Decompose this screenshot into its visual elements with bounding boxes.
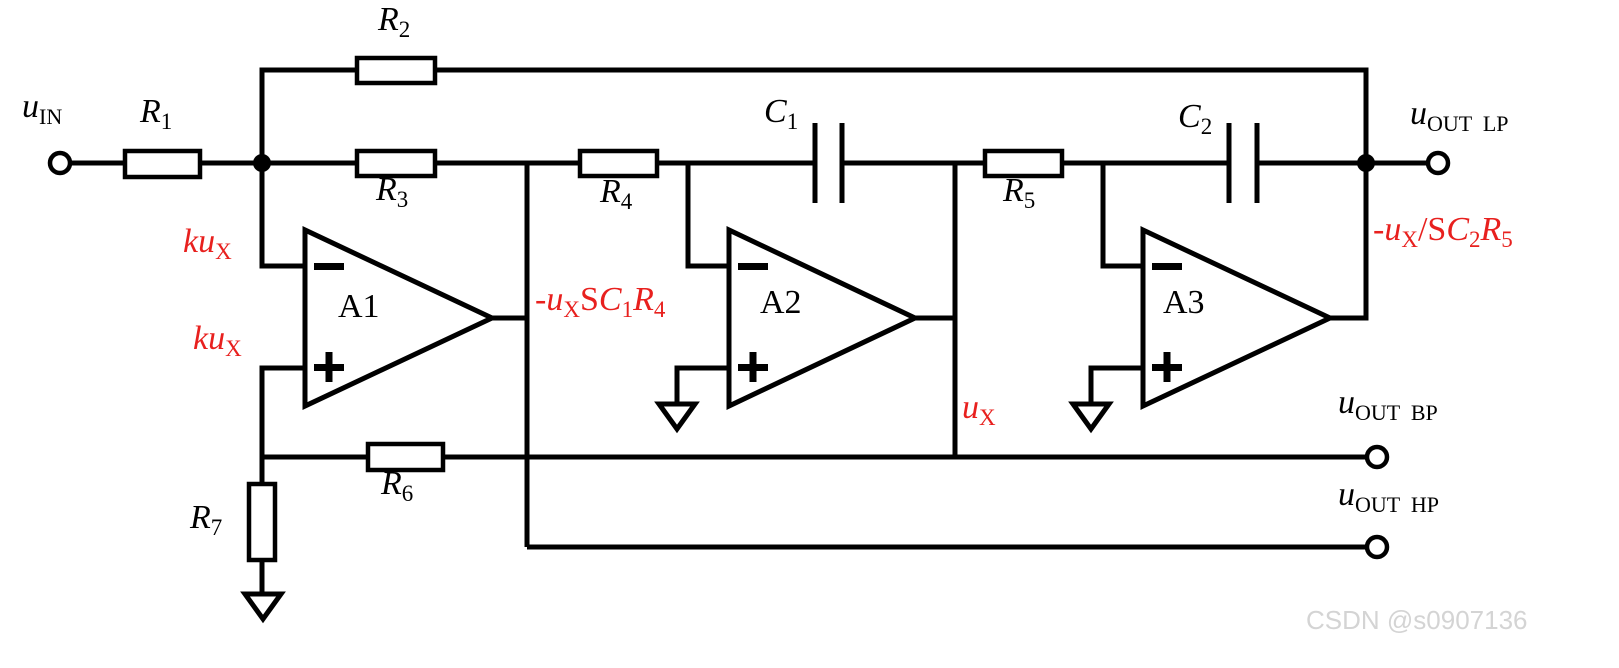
resistor-r5 (982, 148, 1065, 179)
label-u-in: uIN (22, 88, 62, 129)
minus-sign-icon (738, 263, 768, 270)
label-u-out-lp: uOUT LP (1410, 95, 1509, 136)
label-r2: R2 (377, 1, 410, 42)
label-r5: R5 (1002, 172, 1035, 213)
bp-output-terminal-icon (1364, 444, 1390, 470)
annotation-a3-output: -uX/SC2R5 (1373, 211, 1513, 252)
label-c1: C1 (764, 93, 798, 134)
capacitor-c2 (1226, 123, 1260, 203)
label-u-out-bp: uOUT BP (1338, 384, 1438, 425)
watermark: CSDN @s0907136 (1306, 605, 1528, 635)
junction-dot-lp (1357, 154, 1375, 172)
label-r7: R7 (189, 499, 222, 540)
opamp-a3 (1140, 226, 1336, 410)
annotation-ux: uX (962, 389, 996, 430)
resistor-r2 (354, 55, 438, 86)
label-a1: A1 (338, 288, 380, 325)
junction-dot-input (253, 154, 271, 172)
annotation-kux-minus: kuX (183, 223, 232, 264)
label-a2: A2 (760, 284, 802, 321)
ground-icon (654, 401, 700, 434)
label-a3: A3 (1163, 284, 1205, 321)
capacitor-c1 (812, 123, 845, 203)
opamp-a2 (726, 226, 921, 410)
opamp-a1 (302, 226, 498, 410)
label-c2: C2 (1178, 98, 1212, 139)
resistor-r3 (354, 148, 438, 179)
input-terminal-icon (47, 150, 73, 176)
resistor-r4 (577, 148, 660, 179)
wires (68, 67, 1428, 594)
resistor-r1 (122, 148, 203, 180)
resistor-r7 (246, 481, 278, 563)
label-r3: R3 (375, 171, 408, 212)
minus-sign-icon (314, 263, 344, 270)
minus-sign-icon (1152, 263, 1182, 270)
label-u-out-hp: uOUT HP (1338, 476, 1439, 517)
ground-icon (240, 591, 286, 624)
annotation-kux-plus: kuX (193, 320, 242, 361)
label-r4: R4 (599, 173, 633, 214)
label-r1: R1 (139, 93, 172, 134)
lp-output-terminal-icon (1425, 150, 1451, 176)
resistor-r6 (365, 441, 446, 473)
label-r6: R6 (380, 465, 413, 506)
ground-icon (1068, 401, 1114, 434)
hp-output-terminal-icon (1364, 534, 1390, 560)
annotation-a1-output: -uXSC1R4 (535, 281, 666, 322)
